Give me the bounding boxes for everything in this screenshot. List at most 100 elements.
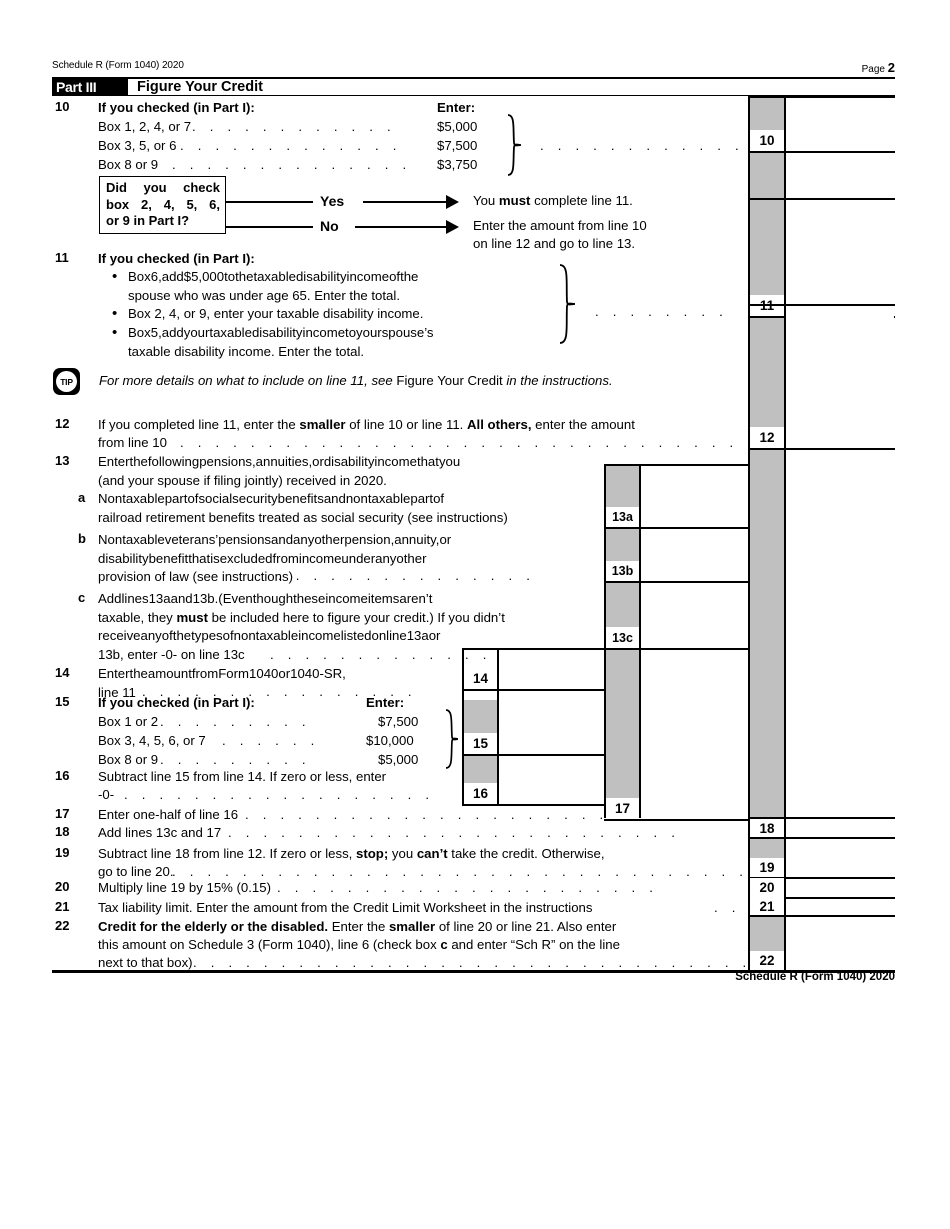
decision-no-arrowhead [446, 220, 459, 234]
hrule-17-bottom [604, 819, 749, 821]
gray-column-line13c [606, 581, 639, 627]
tip-text: For more details on what to include on l… [99, 373, 613, 388]
line-14-number: 14 [55, 665, 70, 680]
line-10-number: 10 [55, 99, 70, 114]
line-13-number: 13 [55, 453, 70, 468]
line-22-leader: . . . . . . . . . . . . . . . . . . . . … [193, 955, 752, 970]
line-20-number: 20 [55, 879, 70, 894]
hrule-16-bottom [462, 804, 605, 806]
line-13b-leader: . . . . . . . . . . . . . . . [278, 568, 536, 583]
line-19-number: 19 [55, 845, 70, 860]
line-10-enter-header: Enter: [437, 100, 476, 115]
gray-column-line17-stack [606, 648, 639, 798]
line-21-leader: . . [714, 900, 741, 915]
decision-no-arrow-line [355, 226, 449, 228]
line-11-number: 11 [55, 250, 69, 265]
gray-column-lines13-17 [750, 428, 784, 818]
line-20-text: Multiply line 19 by 15% (0.15) [98, 880, 271, 895]
vrule-13abc-right [639, 464, 641, 818]
line-12-amount-field[interactable] [786, 306, 894, 447]
hrule-14-top [462, 648, 605, 650]
line-14-box-number: 14 [464, 668, 497, 689]
line-13c-amount-field[interactable] [641, 583, 748, 647]
line-10-row-0-label: Box 1, 2, 4, or 7 [98, 119, 192, 134]
line-13a-letter: a [78, 490, 86, 505]
line-21-box-number: 21 [750, 897, 784, 916]
line-13a-amount-field[interactable] [641, 466, 748, 526]
line-10-row-2-leader: . . . . . . . . . . . . . . [172, 157, 412, 172]
line-22-amount-field[interactable] [786, 917, 894, 969]
vrule-13abc-left [604, 464, 606, 818]
line-18-leader: . . . . . . . . . . . . . . . . . . . . … [228, 825, 681, 840]
line-13a-text: Nontaxablepartofsocialsecuritybenefitsan… [98, 490, 593, 527]
line-13-intro-line2: (and your spouse if filing jointly) rece… [98, 472, 387, 488]
hrule-line12-bottom [748, 448, 895, 450]
line-13-intro-line1: Enterthefollowingpensions,annuities,ordi… [98, 454, 461, 469]
line-15-enter-header: Enter: [366, 695, 405, 710]
line-16-number: 16 [55, 768, 70, 783]
line-13c-box-number: 13c [606, 627, 639, 648]
line-21-number: 21 [55, 899, 70, 914]
line-11-bullet-0-marker: • [112, 268, 118, 285]
line-17-text: Enter one-half of line 16 [98, 807, 239, 822]
line-10-row-2-label: Box 8 or 9 [98, 157, 159, 172]
line-16-box-number: 16 [464, 783, 497, 804]
line-13b-text: Nontaxableveterans’pensionsandanyotherpe… [98, 531, 593, 587]
line-14-amount-field[interactable] [499, 650, 603, 688]
line-19-amount-field[interactable] [786, 839, 894, 876]
line-10-amount-field[interactable] [786, 98, 894, 150]
hrule-form-bottom [52, 970, 895, 973]
gray-column-line19 [750, 837, 784, 859]
line-21-amount-field[interactable] [786, 899, 894, 914]
line-13c-letter: c [78, 590, 86, 605]
line-12-line1: If you completed line 11, enter the smal… [98, 417, 635, 432]
line-21-text: Tax liability limit. Enter the amount fr… [98, 900, 593, 915]
line-13c-line3: receiveanyofthetypesofnontaxableincomeli… [98, 628, 441, 643]
line-17-amount-field[interactable] [641, 650, 748, 818]
brace-line-15 [445, 709, 459, 769]
vrule-main-left [748, 96, 750, 972]
line-13b-amount-field[interactable] [641, 529, 748, 580]
line-13c-line4: 13b, enter -0- on line 13c [98, 646, 245, 662]
line-17-box-number: 17 [606, 798, 639, 819]
vrule-main-right [784, 96, 786, 972]
form-footer: Schedule R (Form 1040) 2020 [735, 971, 895, 983]
gray-column-line15 [464, 700, 497, 733]
line-19-line1: Subtract line 18 from line 12. If zero o… [98, 846, 605, 861]
decision-no-connector [226, 226, 313, 228]
line-13b-line3: provision of law (see instructions) [98, 569, 293, 584]
line-12-box-number: 12 [750, 427, 784, 448]
line-15-row-2-leader: . . . . . . . . . [160, 752, 311, 767]
line-10-row-0-leader: . . . . . . . . . . . . [192, 119, 396, 134]
decision-yes-result: You must complete line 11. [473, 193, 633, 208]
gray-column-line11 [750, 200, 784, 305]
decision-q-line3: or 9 in Part I? [106, 213, 190, 228]
line-14-line2: line 11 [98, 684, 136, 700]
decision-yes-label: Yes [320, 193, 345, 209]
line-20-leader: . . . . . . . . . . . . . . . . . . . . … [277, 880, 659, 895]
line-13c-line1: Addlines13aand13b.(Eventhoughtheseincome… [98, 591, 433, 606]
hrule-13abc-top [604, 464, 749, 466]
vrule-141516-right [497, 648, 499, 805]
decision-no-result-line1: Enter the amount from line 10 [473, 218, 647, 233]
line-16-amount-field[interactable] [499, 756, 603, 803]
line-10-row-1-label: Box 3, 5, or 6 [98, 138, 177, 153]
line-15-amount-field[interactable] [499, 691, 603, 753]
line-13b-line2: disabilitybenefitthatisexcludedfromincom… [98, 550, 427, 566]
line-11-bullet-0-line1: Box6,add$5,000tothetaxabledisabilityinco… [128, 269, 419, 284]
tip-icon: TIP [53, 368, 80, 395]
gray-column-line12 [750, 306, 784, 427]
line-18-box-number: 18 [750, 819, 784, 838]
line-20-box-number: 20 [750, 878, 784, 897]
line-15-number: 15 [55, 694, 70, 709]
line-14-leader: . . . . . . . . . . . . . . . . [142, 684, 417, 699]
line-20-amount-field[interactable] [786, 879, 894, 896]
hrule-13a-bottom [604, 527, 749, 529]
line-15-row-1-leader: . . . . . . [222, 733, 320, 748]
line-11-bullet-2-line2: taxable disability income. Enter the tot… [128, 343, 365, 359]
part-iii-title: Figure Your Credit [137, 79, 263, 95]
line-18-amount-field[interactable] [786, 819, 894, 836]
line-11-amount-field[interactable] [786, 200, 894, 315]
hrule-18-top [748, 817, 895, 819]
